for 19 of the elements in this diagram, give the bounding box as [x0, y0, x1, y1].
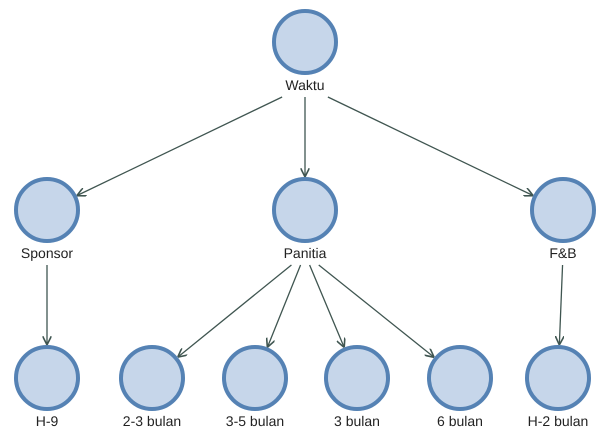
arrow: [42, 265, 52, 346]
node-label: 6 bulan: [437, 413, 483, 429]
arrow: [309, 264, 346, 348]
node-label: 2-3 bulan: [122, 413, 182, 429]
node-label: Sponsor: [20, 245, 74, 261]
node-label: Panitia: [284, 245, 326, 261]
node-label: H-2 bulan: [528, 413, 588, 429]
arrow: [76, 96, 282, 197]
arrow: [266, 264, 302, 348]
arrow: [176, 264, 292, 358]
node-label: 3 bulan: [334, 413, 380, 429]
arrow: [300, 97, 310, 178]
node-label: F&B: [549, 245, 577, 261]
node-label: Waktu: [285, 77, 325, 93]
node-label: H-9: [36, 413, 58, 429]
arrow: [554, 264, 565, 346]
arrow: [318, 264, 435, 358]
arrow: [328, 96, 534, 197]
node-label: 3-5 bulan: [226, 413, 284, 429]
